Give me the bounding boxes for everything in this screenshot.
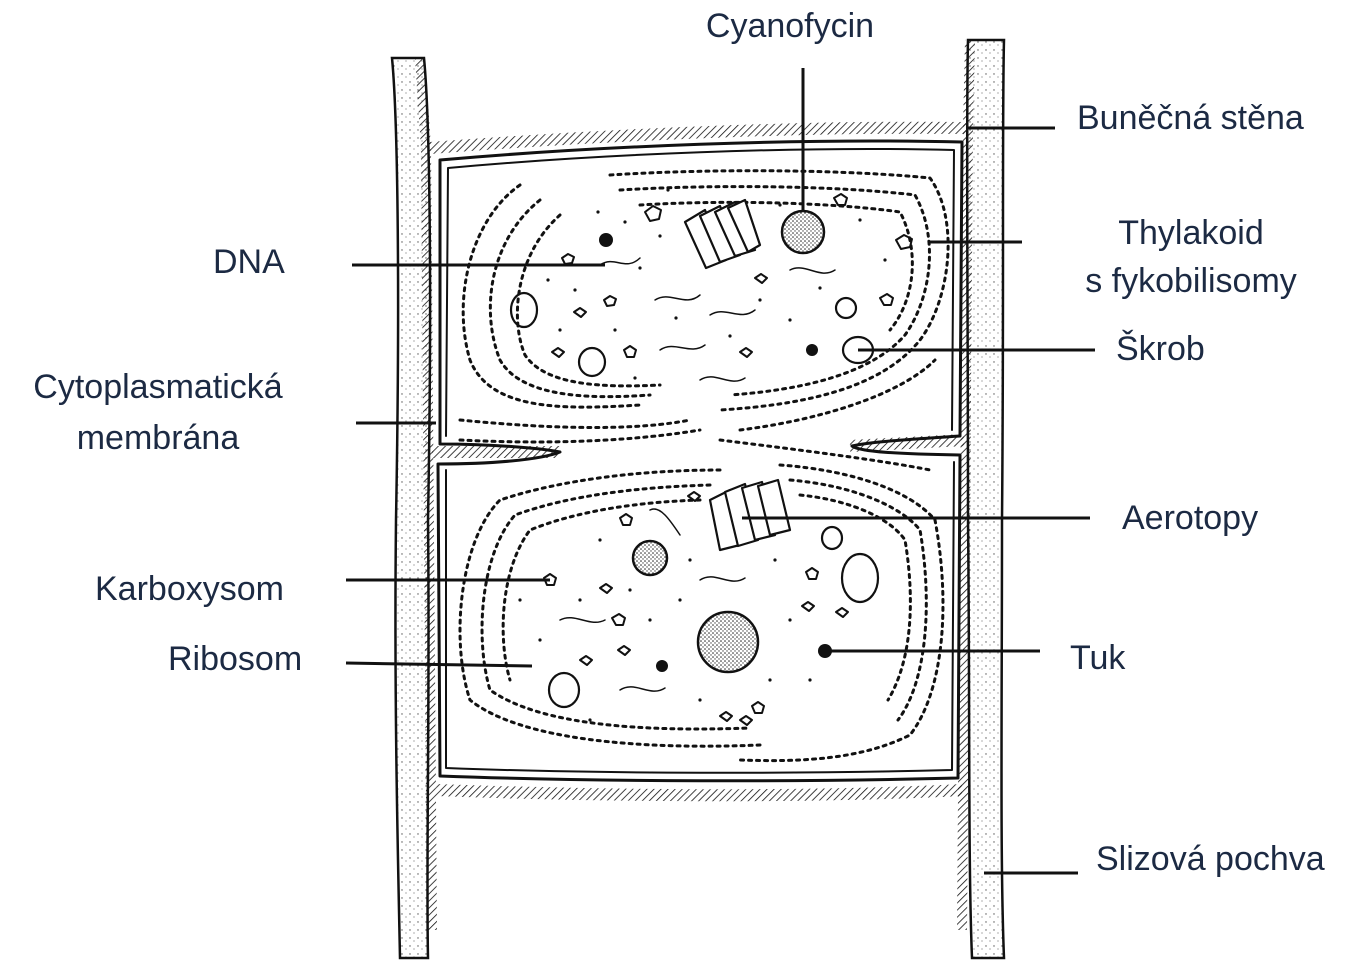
label-thylakoid-line2: s fykobilisomy [1085,262,1297,300]
dna-fibrils [560,258,835,691]
label-bunecna-stena: Buněčná stěna [1077,99,1304,137]
label-cyanofycin: Cyanofycin [706,7,874,45]
label-slizova-pochva: Slizová pochva [1096,840,1325,878]
label-tuk: Tuk [1070,639,1126,677]
aerotopes [685,200,790,550]
label-cytoplasmaticka-line1: Cytoplasmatická [33,368,283,406]
label-dna: DNA [213,243,285,281]
leader-ribosom [346,663,532,666]
lipid-droplets [599,233,832,672]
label-ribosom: Ribosom [168,640,302,678]
label-thylakoid-line1: Thylakoid [1118,214,1264,252]
label-karboxysom: Karboxysom [95,570,284,608]
label-aerotopy: Aerotopy [1122,499,1258,537]
label-cytoplasmaticka-line2: membrána [77,419,240,457]
label-skrob: Škrob [1116,330,1205,368]
